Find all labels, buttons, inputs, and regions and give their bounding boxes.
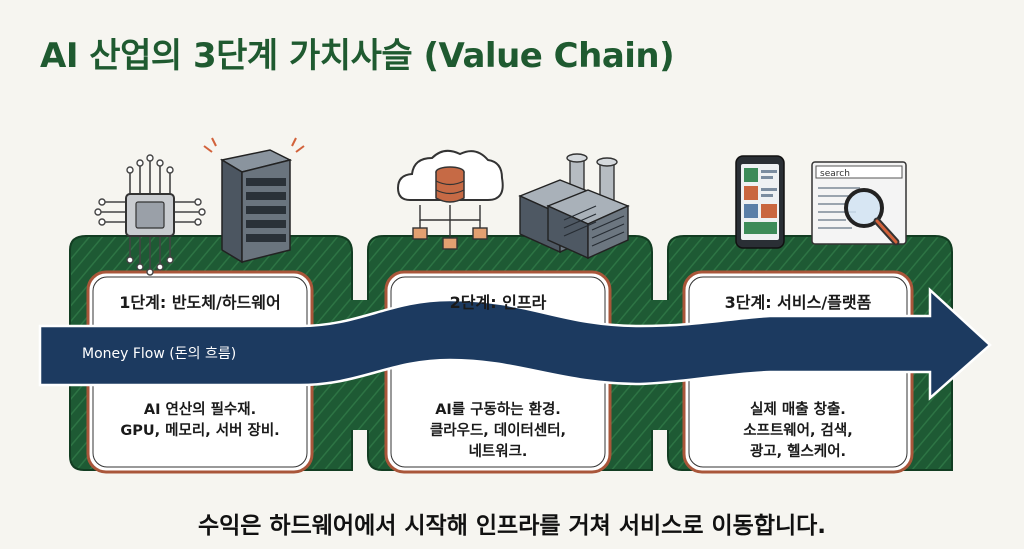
money-flow-label: Money Flow (돈의 흐름) bbox=[82, 346, 237, 362]
stage-2-label: 2단계: 인프라 bbox=[449, 293, 547, 312]
chip-icon bbox=[94, 154, 206, 276]
smartphone-app-icon bbox=[735, 155, 785, 249]
stage-1-label: 1단계: 반도체/하드웨어 bbox=[119, 293, 281, 312]
server-rack-icon bbox=[203, 137, 305, 264]
stage-3-label: 3단계: 서비스/플랫폼 bbox=[724, 293, 872, 312]
cloud-database-icon bbox=[396, 149, 504, 250]
stage-2-desc: AI를 구동하는 환경. 클라우드, 데이터센터, 네트워크. bbox=[429, 402, 567, 460]
money-flow-arrow bbox=[38, 287, 992, 401]
page-title: AI 산업의 3단계 가치사슬 (Value Chain) bbox=[40, 36, 675, 76]
data-center-icon bbox=[518, 153, 630, 260]
search-box-text: search bbox=[820, 169, 850, 179]
stage-3-desc: 실제 매출 창출. 소프트웨어, 검색, 광고, 헬스케어. bbox=[743, 402, 853, 460]
footer-caption: 수익은 하드웨어에서 시작해 인프라를 거쳐 서비스로 이동합니다. bbox=[197, 513, 827, 539]
stage-1-desc: AI 연산의 필수재. GPU, 메모리, 서버 장비. bbox=[120, 402, 280, 439]
search-window-icon: search bbox=[811, 161, 907, 246]
